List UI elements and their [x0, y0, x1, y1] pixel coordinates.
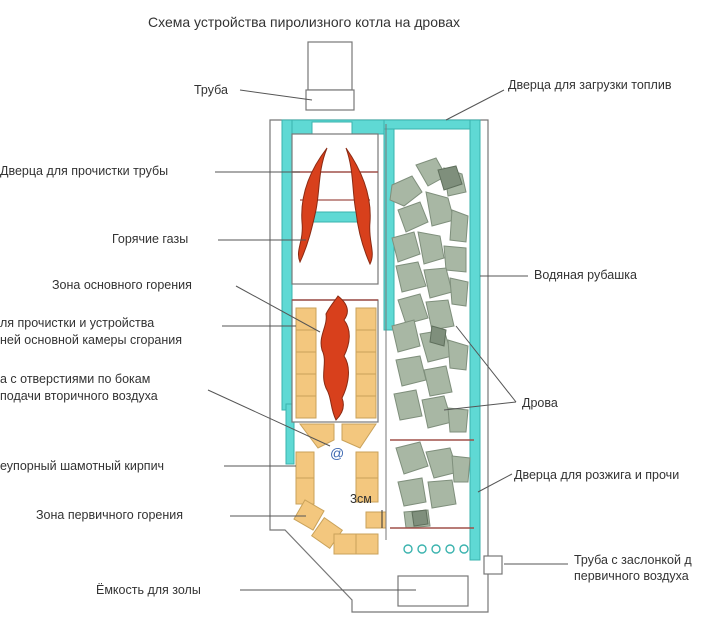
- label-nozzle-1: а с отверстиями по бокам: [0, 372, 151, 386]
- firebrick-column-left: [295, 307, 317, 419]
- label-water-jacket: Водяная рубашка: [534, 268, 637, 282]
- nozzle-bricks: [299, 423, 377, 449]
- label-pipe-cleaning-door: Дверца для прочистки трубы: [0, 164, 169, 178]
- label-damper-pipe-2: первичного воздуха: [574, 569, 689, 583]
- hot-gas-flame-left: [297, 147, 328, 264]
- label-fuel-loading-door: Дверца для загрузки топлив: [508, 78, 672, 92]
- firebrick-column-right: [355, 307, 377, 419]
- primary-air-holes: [403, 544, 469, 554]
- label-main-chamber-door-2: ней основной камеры сгорания: [0, 333, 183, 347]
- ash-container: [397, 575, 469, 607]
- diagram-title: Схема устройства пиролизного котла на др…: [148, 14, 461, 30]
- label-primary-combustion-zone: Зона первичного горения: [36, 508, 183, 522]
- label-gap-3cm: 3см: [350, 492, 372, 506]
- label-pipe: Труба: [194, 83, 228, 97]
- label-ash-container: Ёмкость для золы: [96, 583, 201, 597]
- label-firebrick: еупорный шамотный кирпич: [0, 459, 165, 473]
- firewood-dark: [411, 165, 463, 527]
- chimney-pipe-collar: [305, 89, 355, 111]
- label-main-chamber-door-1: ля прочистки и устройства: [0, 316, 155, 330]
- label-ignition-door: Дверца для розжига и прочи: [514, 468, 680, 482]
- leader-lines: [207, 89, 568, 591]
- label-firewood: Дрова: [522, 396, 558, 410]
- hot-gas-flame-right: [345, 147, 373, 266]
- nozzle-swirl-icon: @: [330, 445, 344, 461]
- damper-pipe: [483, 555, 503, 575]
- main-flame: [320, 295, 350, 421]
- label-main-combustion-zone: Зона основного горения: [52, 278, 192, 292]
- label-nozzle-2: подачи вторичного воздуха: [0, 389, 158, 403]
- label-damper-pipe-1: Труба с заслонкой д: [574, 553, 692, 567]
- firebrick-lower: [293, 451, 387, 555]
- label-hot-gases: Горячие газы: [112, 232, 189, 246]
- firewood-pile: [389, 157, 471, 529]
- chimney-pipe: [307, 41, 353, 91]
- pipe-opening: [311, 121, 353, 135]
